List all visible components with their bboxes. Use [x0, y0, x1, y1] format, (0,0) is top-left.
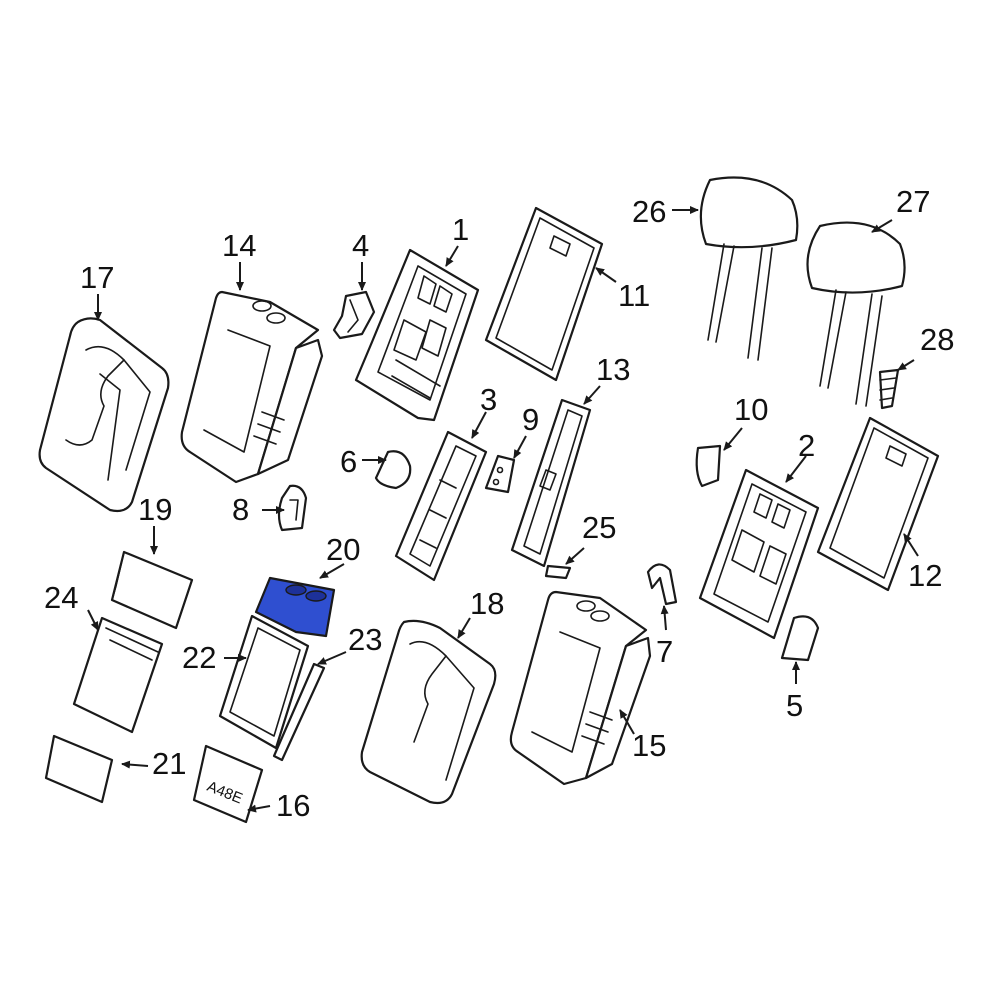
callout-6: 6: [340, 444, 357, 479]
part-28-headrest-guide: [878, 368, 900, 410]
callout-19: 19: [138, 492, 172, 527]
leader-23: [317, 651, 347, 665]
part-9-bracket: [484, 454, 516, 494]
callout-3: 3: [480, 382, 497, 417]
part-14-seat-back-panel: [180, 290, 324, 484]
part-18-seat-cushion: [360, 619, 497, 805]
part-8-bracket: [277, 484, 308, 532]
callout-25: 25: [582, 510, 616, 545]
leader-7: [660, 605, 669, 631]
part-19-armrest-top: [110, 550, 194, 630]
callout-18: 18: [470, 586, 504, 621]
leader-15: [619, 709, 635, 735]
callout-15: 15: [632, 728, 666, 763]
callout-9: 9: [522, 402, 539, 437]
part-20-cup-holder-highlighted[interactable]: [254, 576, 336, 638]
part-21-end-cap: [44, 734, 114, 804]
leader-16: [247, 804, 271, 813]
callout-16: 16: [276, 788, 310, 823]
callout-23: 23: [348, 622, 382, 657]
callout-12: 12: [908, 558, 942, 593]
callout-labels: 17 14 4 1 11 26 27 28 3 9 13 6 8 10 2 12…: [44, 184, 954, 823]
callout-7: 7: [656, 634, 673, 669]
part-10-clip: [695, 444, 722, 488]
leader-18: [457, 617, 471, 639]
callout-26: 26: [632, 194, 666, 229]
part-4-hinge-cover: [332, 290, 376, 340]
part-3-frame-side: [394, 430, 488, 582]
part-17-seat-back-cover: [38, 317, 170, 513]
leader-10: [723, 427, 743, 451]
part-5-cover: [780, 615, 820, 662]
part-15-seat-cushion-right: [509, 590, 652, 786]
callout-8: 8: [232, 492, 249, 527]
part-11-back-panel: [484, 206, 604, 382]
part-25-small-clip: [544, 564, 572, 580]
leader-27: [871, 219, 893, 233]
leader-20: [319, 563, 345, 579]
callout-13: 13: [596, 352, 630, 387]
leader-lines: [87, 206, 919, 813]
callout-21: 21: [152, 746, 186, 781]
part-26-headrest: [699, 176, 799, 361]
leader-11: [595, 267, 617, 283]
callout-24: 24: [44, 580, 78, 615]
callout-4: 4: [352, 228, 369, 263]
callout-11: 11: [618, 278, 650, 313]
callout-28: 28: [920, 322, 954, 357]
part-22-armrest-frame: [218, 614, 310, 750]
part-6-cap: [374, 450, 412, 490]
leader-12: [903, 533, 919, 557]
callout-5: 5: [786, 688, 803, 723]
leader-28: [897, 359, 915, 371]
part-2-seat-back-frame-right: [698, 468, 820, 640]
callout-10: 10: [734, 392, 768, 427]
part-1-seat-back-frame: [354, 248, 480, 422]
part-13-armrest-housing: [510, 398, 592, 568]
callout-27: 27: [896, 184, 930, 219]
callout-20: 20: [326, 532, 360, 567]
leader-13: [583, 385, 601, 405]
part-16-stamped-bracket: A48E: [192, 744, 264, 824]
leader-1: [445, 245, 459, 267]
leader-21: [121, 760, 149, 769]
callout-14: 14: [222, 228, 256, 263]
leader-24: [87, 609, 99, 631]
leader-9: [513, 435, 527, 459]
part-12-back-panel-right: [816, 416, 940, 592]
callout-17: 17: [80, 260, 114, 295]
leader-3: [471, 411, 487, 439]
callout-1: 1: [452, 212, 469, 247]
part-23-rail: [272, 662, 326, 762]
leader-25: [565, 547, 585, 565]
leader-2: [785, 455, 807, 483]
part-24-armrest-body: [72, 616, 164, 734]
part-7-clip: [646, 563, 678, 606]
callout-2: 2: [798, 428, 815, 463]
callout-22: 22: [182, 640, 216, 675]
